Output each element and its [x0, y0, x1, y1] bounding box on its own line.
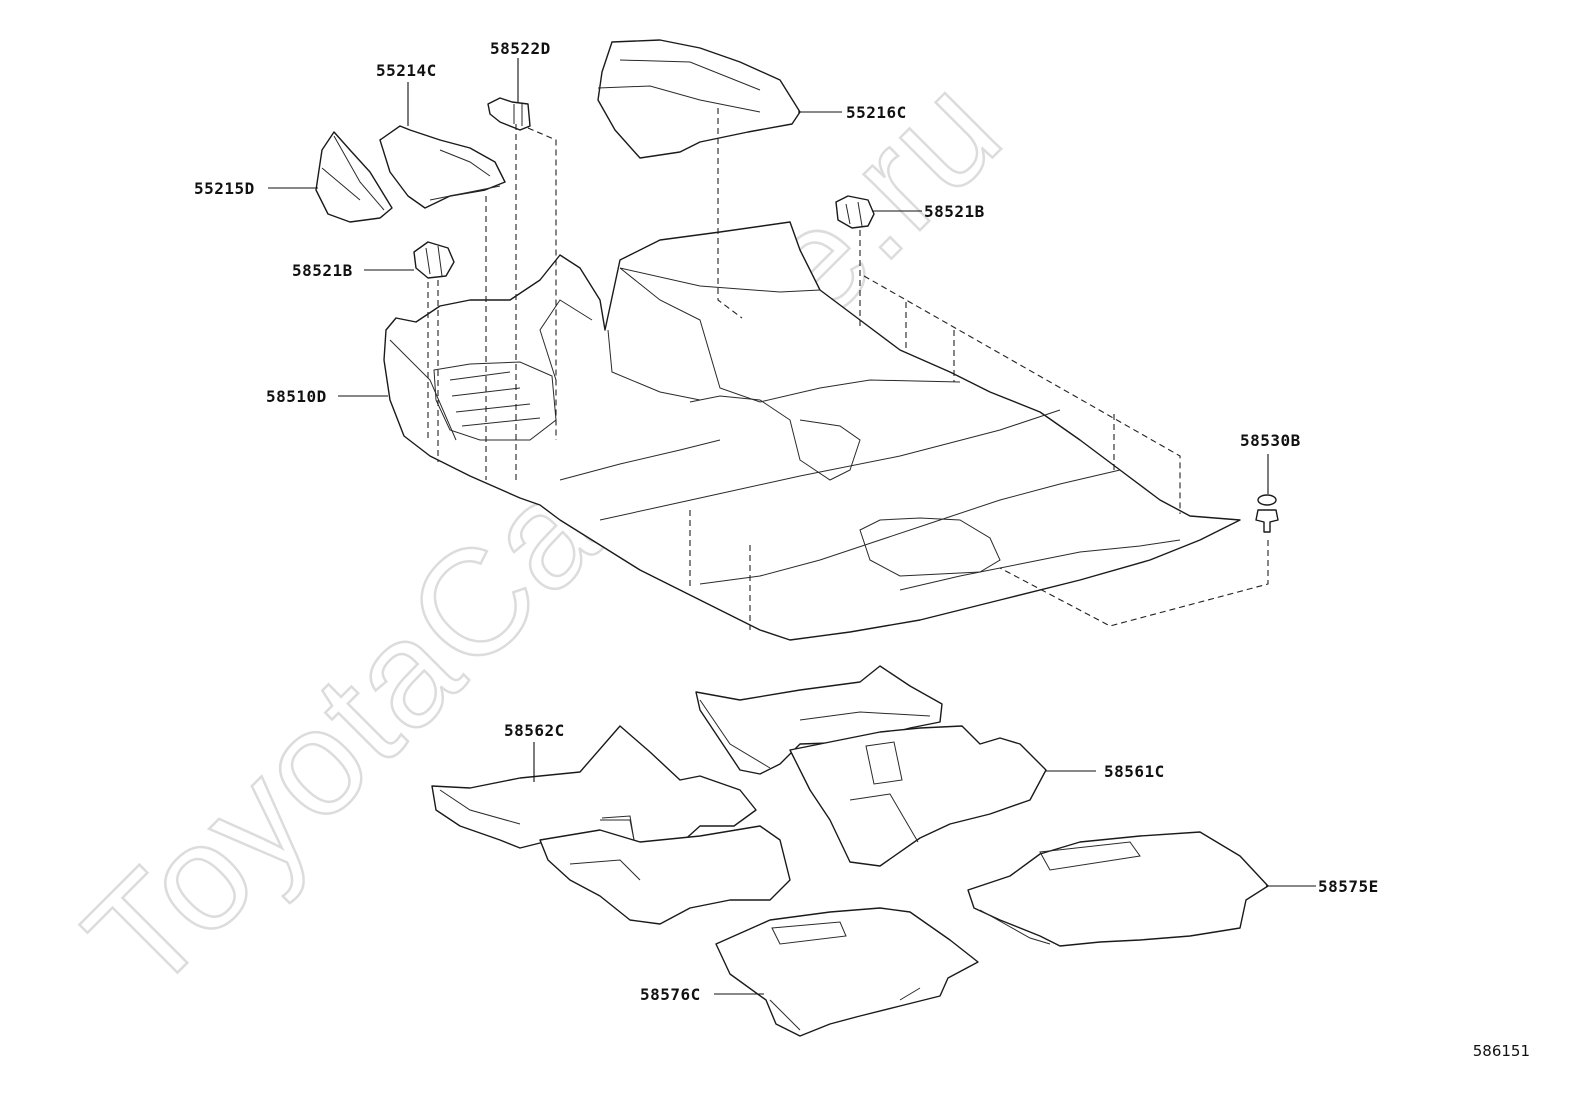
part-58561c-shape: [695, 665, 1047, 867]
part-55215d-shape: [315, 131, 393, 223]
part-58562c-shape: [431, 725, 791, 925]
part-58575e-shape: [967, 831, 1269, 947]
leader-lines: [268, 58, 1316, 995]
part-58521b-left-shape: [413, 241, 455, 279]
figure-number: 586151: [1473, 1042, 1530, 1060]
callout-58521b-right: 58521B: [924, 202, 985, 221]
assembly-lines: [427, 108, 1269, 630]
callout-58530b: 58530B: [1240, 431, 1301, 450]
callout-55216c: 55216C: [846, 103, 907, 122]
callout-58521b-left: 58521B: [292, 261, 353, 280]
part-58521b-right-shape: [835, 195, 875, 229]
part-55216c-shape: [597, 39, 801, 159]
callout-55215d: 55215D: [194, 179, 255, 198]
part-58576c-shape: [715, 907, 979, 1037]
callout-55214c: 55214C: [376, 61, 437, 80]
part-58510d-shape: [383, 221, 1241, 641]
part-58522d-shape: [487, 97, 531, 131]
callout-58510d: 58510D: [266, 387, 327, 406]
callout-58575e: 58575E: [1318, 877, 1379, 896]
callout-58561c: 58561C: [1104, 762, 1165, 781]
callout-58576c: 58576C: [640, 985, 701, 1004]
callout-58522d: 58522D: [490, 39, 551, 58]
callout-58562c: 58562C: [504, 721, 565, 740]
part-58530b-shape: [1255, 494, 1279, 533]
part-55214c-shape: [379, 125, 506, 209]
